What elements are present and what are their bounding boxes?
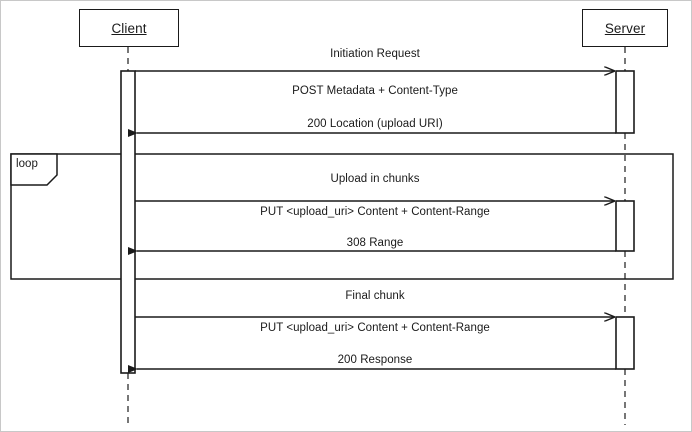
loop-fragment-frame bbox=[10, 153, 674, 280]
participant-label-client: Client bbox=[111, 20, 147, 36]
message-label-initiation-request: Initiation Request bbox=[330, 48, 420, 60]
loop-fragment-rect bbox=[10, 153, 674, 280]
message-label-put-final-chunk: PUT <upload_uri> Content + Content-Range bbox=[260, 322, 490, 334]
message-label-final-chunk: Final chunk bbox=[345, 290, 405, 302]
message-label-308-range: 308 Range bbox=[346, 237, 404, 249]
server-activation-bar-2 bbox=[615, 200, 635, 252]
message-label-post-metadata: POST Metadata + Content-Type bbox=[292, 85, 458, 97]
loop-operator-pentagon bbox=[10, 153, 58, 186]
participant-box-server[interactable]: Server bbox=[582, 9, 668, 47]
participant-box-client[interactable]: Client bbox=[79, 9, 179, 47]
message-label-put-chunk: PUT <upload_uri> Content + Content-Range bbox=[260, 206, 490, 218]
loop-fragment-operator-label: loop bbox=[16, 158, 38, 170]
message-label-200-location: 200 Location (upload URI) bbox=[307, 118, 443, 130]
message-label-200-response: 200 Response bbox=[337, 354, 413, 366]
client-activation-bar bbox=[120, 70, 136, 374]
message-label-upload-in-chunks: Upload in chunks bbox=[330, 173, 420, 185]
participant-label-server: Server bbox=[604, 20, 646, 36]
server-activation-bar-1 bbox=[615, 70, 635, 134]
server-activation-bar-3 bbox=[615, 316, 635, 370]
lifeline-dashes bbox=[127, 47, 626, 425]
